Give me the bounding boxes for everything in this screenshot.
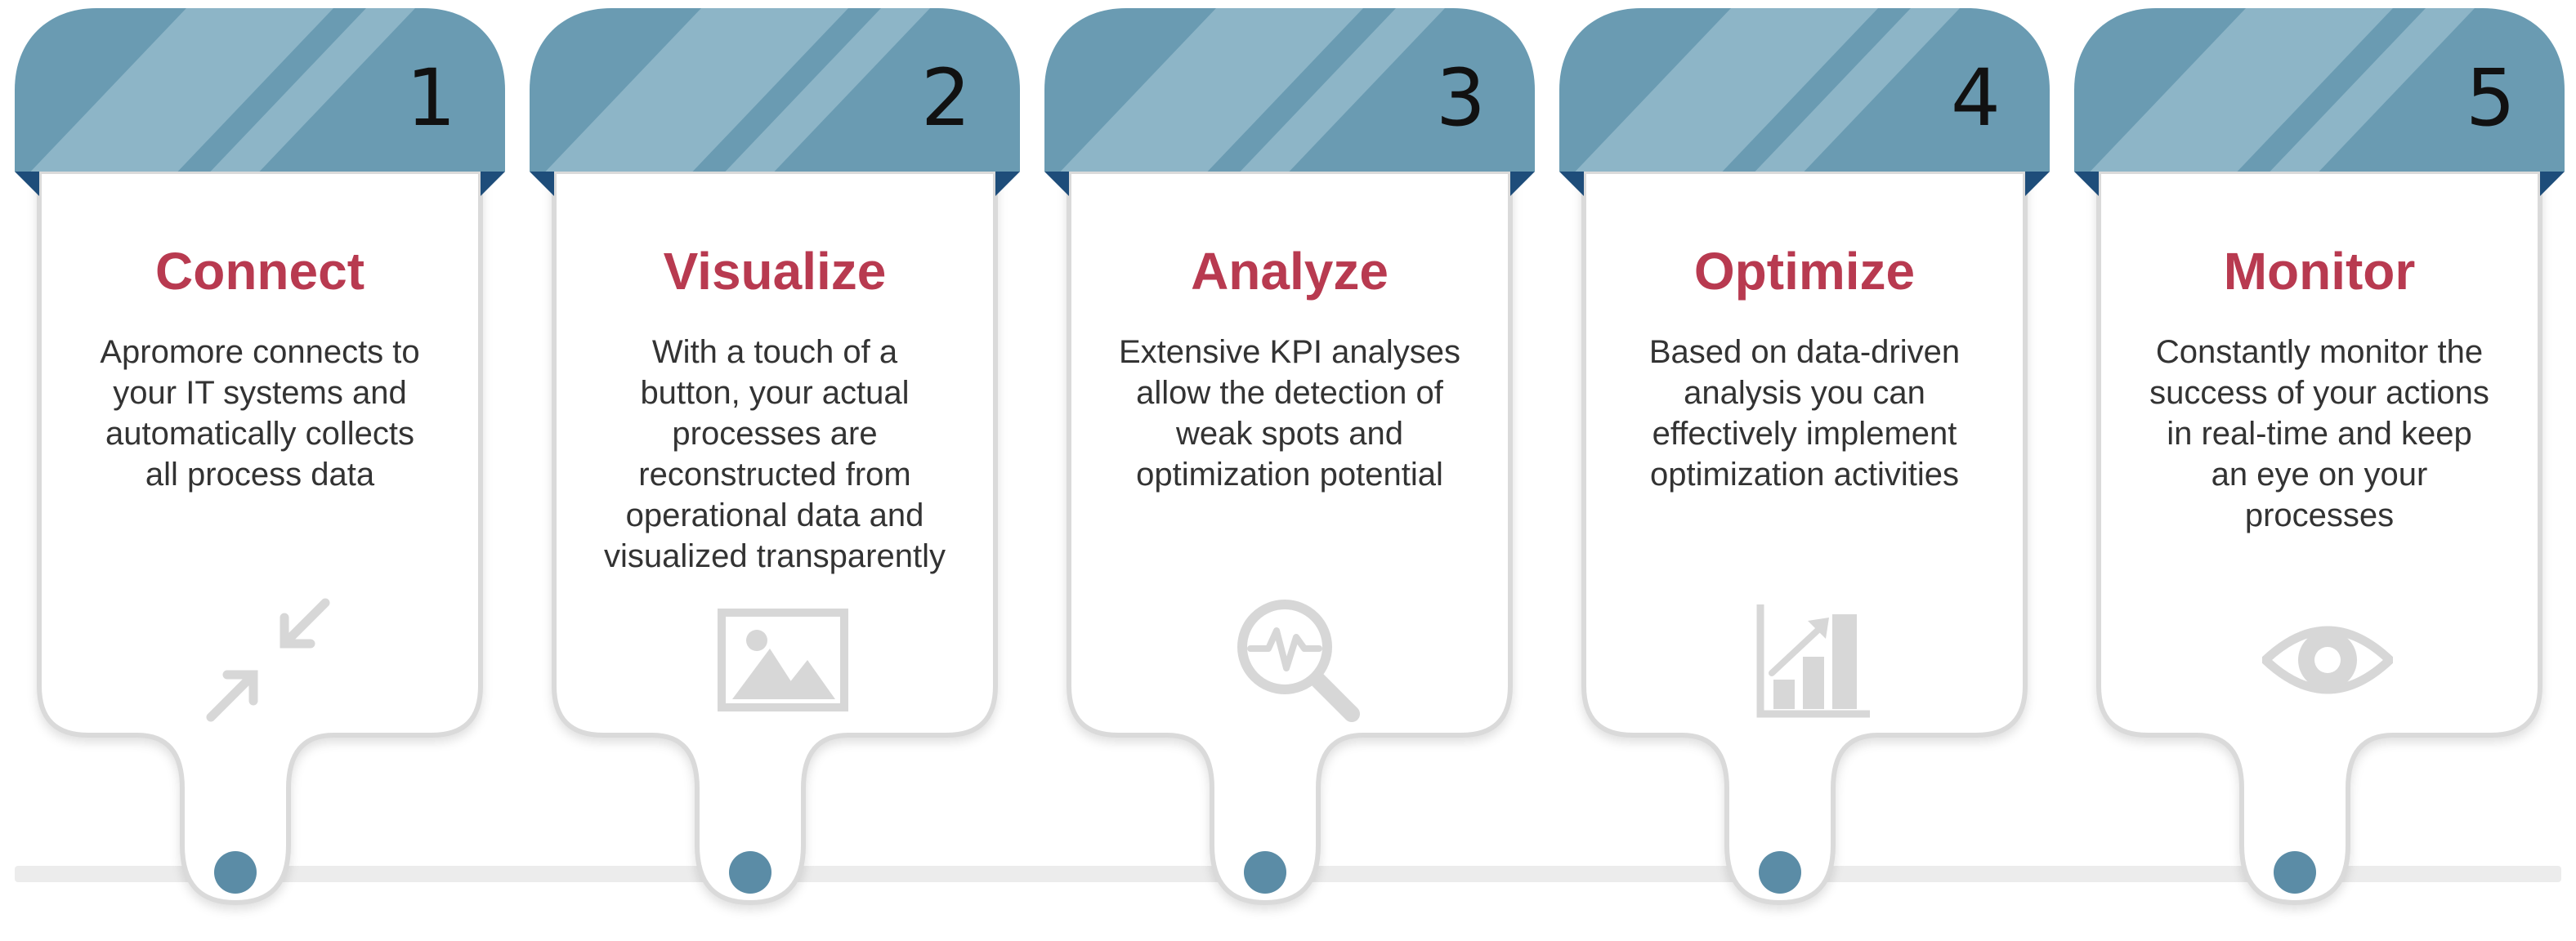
step-card-3: 3 Analyze Extensive KPI analyses allow t… bbox=[1044, 0, 1535, 941]
magnifier-pulse-icon bbox=[1232, 595, 1363, 725]
step-title: Visualize bbox=[663, 242, 887, 301]
compress-arrows-icon bbox=[203, 595, 333, 725]
step-number: 4 bbox=[1950, 52, 2001, 144]
eye-icon bbox=[2258, 595, 2397, 725]
step-title: Monitor bbox=[2223, 242, 2416, 301]
step-number: 5 bbox=[2465, 52, 2516, 144]
card-shape bbox=[1559, 8, 2050, 906]
step-card-4: 4 Optimize Based on data-driven analysis… bbox=[1559, 0, 2050, 941]
step-number: 2 bbox=[920, 52, 971, 144]
card-shape bbox=[1044, 8, 1535, 906]
card-shape bbox=[530, 8, 1020, 906]
card-shape bbox=[2074, 8, 2565, 906]
step-description: Extensive KPI analyses allow the detecti… bbox=[1119, 334, 1460, 493]
step-title: Connect bbox=[155, 242, 364, 301]
step-card-2: 2 Visualize With a touch of a button, yo… bbox=[530, 0, 1020, 941]
step-description: Apromore connects to your IT systems and… bbox=[100, 334, 420, 493]
step-description: With a touch of a button, your actual pr… bbox=[604, 334, 946, 574]
step-title: Optimize bbox=[1693, 242, 1916, 301]
step-card-5: 5 Monitor Constantly monitor the success… bbox=[2074, 0, 2565, 941]
step-description: Based on data-driven analysis you can ef… bbox=[1648, 334, 1961, 493]
step-number: 1 bbox=[405, 52, 456, 144]
growth-chart-icon bbox=[1747, 595, 1878, 725]
step-number: 3 bbox=[1435, 52, 1486, 144]
card-shape bbox=[15, 8, 505, 906]
step-title: Analyze bbox=[1191, 242, 1389, 301]
image-icon bbox=[718, 595, 848, 725]
step-card-1: 1 Connect Apromore connects to your IT s… bbox=[15, 0, 505, 941]
step-description: Constantly monitor the success of your a… bbox=[2149, 334, 2489, 533]
